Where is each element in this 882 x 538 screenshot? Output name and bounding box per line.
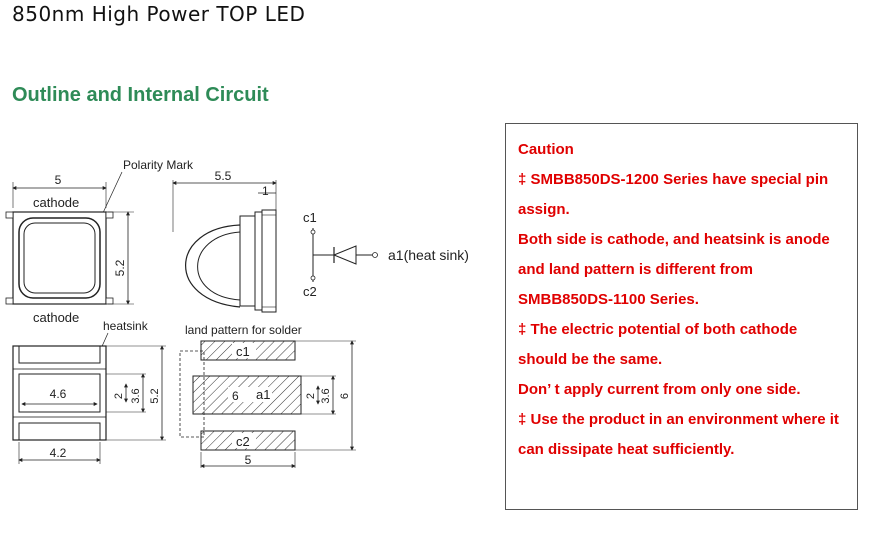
pad-c2-label: c2 [236, 434, 250, 449]
dim-land-6-inner: 6 [232, 389, 239, 403]
dim-bottom-52: 5.2 [149, 388, 161, 403]
caution-line: ‡ Use the product in an environment wher… [518, 411, 839, 428]
caution-line: Both side is cathode, and heatsink is an… [518, 231, 830, 248]
caution-line: and land pattern is different from [518, 261, 754, 278]
section-title: Outline and Internal Circuit [12, 84, 269, 106]
dim-top-width: 5 [55, 173, 62, 187]
outline-drawing: 5 Polarity Mark cathode 5.2 cathode 5.5 … [5, 158, 469, 468]
dim-side-width: 5.5 [215, 169, 232, 183]
side-view: 5.5 c1 1 [172, 169, 277, 313]
caution-line: ‡ SMBB850DS-1200 Series have special pin [518, 171, 829, 188]
polarity-mark-label: Polarity Mark [123, 158, 194, 172]
caution-line: can dissipate heat sufficiently. [518, 441, 735, 458]
dim-land-5: 5 [245, 453, 252, 467]
caution-line: Don’ t apply current from only one side. [518, 381, 801, 398]
cathode-bottom-label: cathode [33, 310, 79, 325]
dim-top-height: 5.2 [113, 259, 127, 276]
circuit-c1-label: c1 [303, 210, 317, 225]
land-pattern: land pattern for solder c1 a1 6 c2 5 2 3… [179, 323, 356, 468]
dim-bottom-2: 2 [113, 393, 125, 399]
circuit-c2-label: c2 [303, 284, 317, 299]
dim-bottom-36: 3.6 [130, 388, 142, 403]
pad-c1-label: c1 [236, 344, 250, 359]
internal-circuit: c1 c2 a1(heat sink) [303, 210, 469, 299]
caution-line: assign. [518, 201, 570, 218]
dim-land-36: 3.6 [320, 388, 332, 403]
caution-line: SMBB850DS-1100 Series. [518, 291, 699, 308]
bottom-view: heatsink 4.6 4.2 2 3.6 5.2 [12, 319, 166, 464]
caution-heading: Caution [518, 141, 574, 158]
land-pattern-label: land pattern for solder [185, 323, 302, 337]
caution-box: Caution ‡ SMBB850DS-1200 Series have spe… [505, 123, 858, 510]
anode-label: a1(heat sink) [388, 247, 469, 263]
dim-bottom-42: 4.2 [50, 446, 67, 460]
dim-land-6: 6 [339, 393, 351, 399]
document-title: 850nm High Power TOP LED [12, 2, 306, 26]
cathode-top-label: cathode [33, 195, 79, 210]
heatsink-label: heatsink [103, 319, 149, 333]
pad-a1-label: a1 [256, 387, 270, 402]
caution-line: ‡ The electric potential of both cathode [518, 321, 798, 338]
dim-land-2: 2 [305, 393, 317, 399]
dim-side-1: 1 [262, 184, 269, 198]
top-view: 5 Polarity Mark cathode 5.2 cathode [5, 158, 194, 325]
dim-bottom-46: 4.6 [50, 387, 67, 401]
caution-line: should be the same. [518, 351, 663, 368]
